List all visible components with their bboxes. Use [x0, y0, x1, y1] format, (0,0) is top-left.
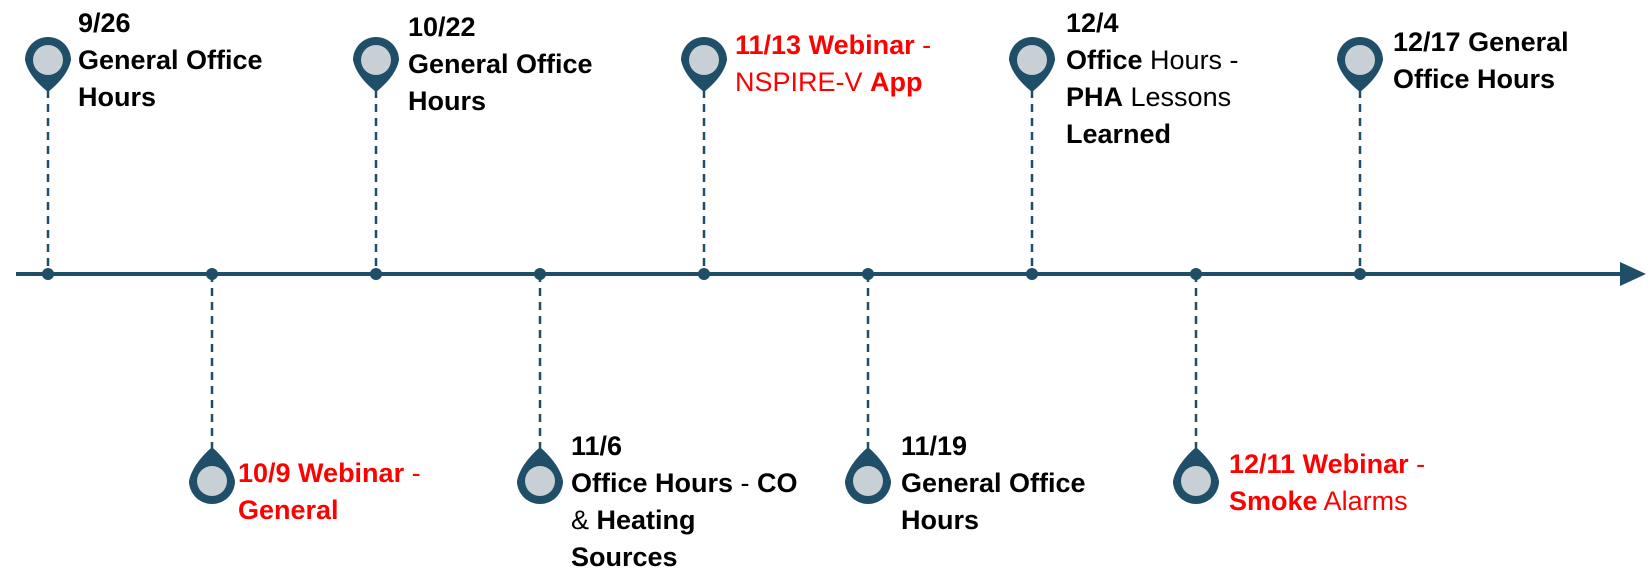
event-label-line: Hours: [901, 502, 1086, 539]
event-label-text: -: [1408, 449, 1426, 479]
event-label-line: Learned: [1066, 116, 1239, 153]
event-label-line: Smoke Alarms: [1229, 483, 1425, 520]
event-label-line: NSPIRE-V App: [735, 64, 931, 101]
event-label-line: Office Hours: [1393, 61, 1569, 98]
event-label-text: Alarms: [1317, 486, 1408, 516]
timeline-tick: [862, 268, 874, 280]
event-label-line: 12/17 General: [1393, 24, 1569, 61]
event-label-line: Office Hours -: [1066, 42, 1239, 79]
event-label-text: Hours: [901, 505, 980, 535]
event-label-text: -: [914, 30, 932, 60]
event-label: 10/9 Webinar - General: [238, 455, 428, 529]
event-label-text: 11/6: [571, 431, 623, 461]
arrow-right-icon: [1620, 262, 1646, 286]
event-label-text: 12/17 General: [1393, 27, 1569, 57]
event-label-text: NSPIRE-V: [735, 67, 871, 97]
pin-center: [1345, 45, 1375, 75]
event-label-text: 12/4: [1066, 8, 1119, 38]
event-label-line: 10/9 Webinar -: [238, 455, 428, 492]
event-label-line: 10/22: [408, 9, 593, 46]
pin-center: [1017, 45, 1047, 75]
event-label-text: Office Hours: [1393, 64, 1556, 94]
event-label: 11/13 Webinar -NSPIRE-V App: [735, 27, 931, 101]
event-label-line: PHA Lessons: [1066, 79, 1239, 116]
pin-center: [1181, 466, 1211, 496]
event-label-text: -: [733, 468, 758, 498]
timeline-tick: [1354, 268, 1366, 280]
event-label-text: 9/26: [78, 8, 131, 38]
event-label-text: Office: [1066, 45, 1143, 75]
event-label-text: 11/13 Webinar: [735, 30, 915, 60]
event-label-text: General Office: [78, 45, 263, 75]
event-label-line: 11/6: [571, 428, 798, 465]
pin-center: [197, 466, 227, 496]
event-label-text: Hours: [78, 82, 157, 112]
event-label-text: Hours -: [1142, 45, 1239, 75]
event-label-text: 12/11 Webinar: [1229, 449, 1409, 479]
timeline-tick: [1190, 268, 1202, 280]
timeline-tick: [206, 268, 218, 280]
event-label-text: 10/22: [408, 12, 476, 42]
timeline-tick: [534, 268, 546, 280]
event-label-text: &: [571, 505, 597, 535]
event-label-text: CO: [757, 468, 798, 498]
event-label-text: 11/19: [901, 431, 968, 461]
pin-center: [525, 466, 555, 496]
timeline-tick: [1026, 268, 1038, 280]
pin-center: [33, 45, 63, 75]
event-label-text: PHA: [1066, 82, 1124, 112]
event-label-text: -: [404, 458, 429, 488]
event-label: 12/11 Webinar -Smoke Alarms: [1229, 446, 1425, 520]
event-label-text: Lessons: [1123, 82, 1232, 112]
timeline-tick: [698, 268, 710, 280]
event-label-text: Office Hours: [571, 468, 734, 498]
event-label-line: Hours: [78, 79, 263, 116]
event-label-line: 11/19: [901, 428, 1086, 465]
event-label-line: Office Hours - CO: [571, 465, 798, 502]
timeline-tick: [370, 268, 382, 280]
event-label-line: 12/11 Webinar -: [1229, 446, 1425, 483]
event-label-line: General Office: [901, 465, 1086, 502]
event-label-line: Hours: [408, 83, 593, 120]
event-label-text: Smoke: [1229, 486, 1318, 516]
event-label-text: Heating: [596, 505, 696, 535]
event-label-line: General: [238, 492, 428, 529]
event-label-text: General Office: [408, 49, 593, 79]
pin-center: [361, 45, 391, 75]
event-label-text: Sources: [571, 542, 678, 572]
event-label-text: Learned: [1066, 119, 1172, 149]
pin-center: [689, 45, 719, 75]
event-label-text: Hours: [408, 86, 487, 116]
event-label-line: & Heating: [571, 502, 798, 539]
event-label-line: General Office: [408, 46, 593, 83]
event-label-line: 11/13 Webinar -: [735, 27, 931, 64]
event-label-text: 10/9 Webinar: [238, 458, 405, 488]
event-label-line: General Office: [78, 42, 263, 79]
event-label-text: App: [870, 67, 923, 97]
event-label-line: 12/4: [1066, 5, 1239, 42]
event-label-text: General Office: [901, 468, 1086, 498]
event-label-line: Sources: [571, 539, 798, 576]
pin-center: [853, 466, 883, 496]
timeline-tick: [42, 268, 54, 280]
event-label-line: 9/26: [78, 5, 263, 42]
event-label-text: General: [238, 495, 339, 525]
